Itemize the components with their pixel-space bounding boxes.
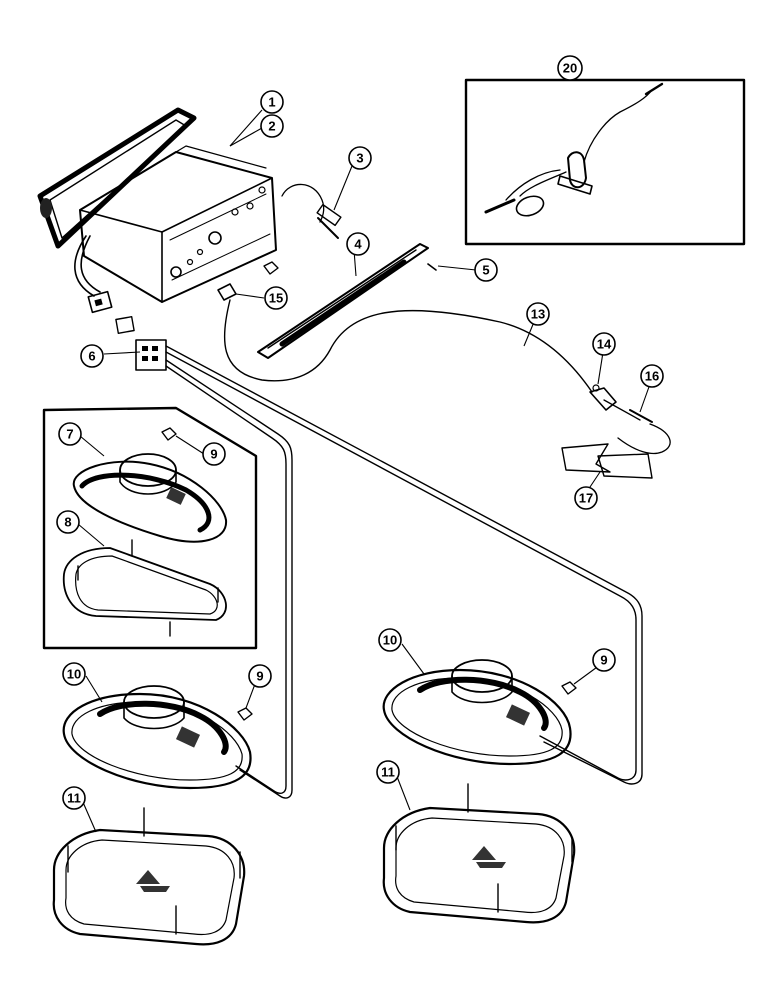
svg-text:13: 13 bbox=[531, 307, 545, 322]
svg-text:5: 5 bbox=[482, 263, 489, 278]
svg-text:17: 17 bbox=[579, 491, 593, 506]
grille-right bbox=[382, 783, 576, 924]
screw bbox=[427, 263, 437, 271]
callout-7: 7 bbox=[58, 422, 82, 446]
speaker-left bbox=[62, 685, 253, 790]
svg-text:10: 10 bbox=[383, 633, 397, 648]
svg-text:3: 3 bbox=[356, 151, 363, 166]
callout-3: 3 bbox=[348, 146, 372, 170]
callout-2: 2 bbox=[260, 114, 284, 138]
callout-11-right: 11 bbox=[376, 760, 400, 784]
svg-text:9: 9 bbox=[256, 669, 263, 684]
leader-lines bbox=[77, 109, 651, 833]
callout-10-right: 10 bbox=[378, 628, 402, 652]
callout-14: 14 bbox=[592, 332, 616, 356]
inset-box-antenna bbox=[464, 78, 746, 246]
inset-box-speaker bbox=[42, 406, 258, 650]
antenna-mount bbox=[561, 384, 671, 479]
callout-17: 17 bbox=[574, 486, 598, 510]
svg-text:2: 2 bbox=[268, 119, 275, 134]
svg-text:11: 11 bbox=[381, 765, 395, 780]
callout-9-inset: 9 bbox=[202, 442, 226, 466]
antenna-plug bbox=[281, 183, 342, 239]
svg-text:10: 10 bbox=[67, 667, 81, 682]
callout-8: 8 bbox=[56, 510, 80, 534]
callout-16: 16 bbox=[640, 364, 664, 388]
speaker-wires bbox=[165, 345, 643, 799]
svg-text:4: 4 bbox=[354, 237, 362, 252]
grille-left bbox=[52, 807, 246, 946]
svg-text:9: 9 bbox=[210, 447, 217, 462]
connector-block bbox=[135, 339, 167, 371]
callout-9-left: 9 bbox=[248, 664, 272, 688]
callout-15: 15 bbox=[264, 286, 288, 310]
antenna-cable bbox=[223, 299, 593, 393]
radio-unit bbox=[37, 107, 279, 334]
svg-text:7: 7 bbox=[66, 427, 73, 442]
trim-panel bbox=[257, 243, 429, 359]
callout-6: 6 bbox=[80, 344, 104, 368]
svg-text:8: 8 bbox=[64, 515, 71, 530]
callout-13: 13 bbox=[526, 302, 550, 326]
svg-text:9: 9 bbox=[600, 653, 607, 668]
svg-text:16: 16 bbox=[645, 369, 659, 384]
callout-9-right: 9 bbox=[592, 648, 616, 672]
svg-text:14: 14 bbox=[597, 337, 612, 352]
speaker-right bbox=[382, 659, 577, 766]
callout-11-left: 11 bbox=[62, 786, 86, 810]
callout-5: 5 bbox=[474, 258, 498, 282]
svg-text:15: 15 bbox=[269, 291, 283, 306]
svg-text:20: 20 bbox=[563, 61, 577, 76]
callout-1: 1 bbox=[260, 90, 284, 114]
callout-20: 20 bbox=[557, 55, 583, 81]
callout-10-left: 10 bbox=[62, 662, 86, 686]
svg-text:11: 11 bbox=[67, 791, 81, 806]
svg-text:1: 1 bbox=[268, 95, 275, 110]
callout-4: 4 bbox=[346, 232, 370, 256]
svg-text:6: 6 bbox=[88, 349, 95, 364]
